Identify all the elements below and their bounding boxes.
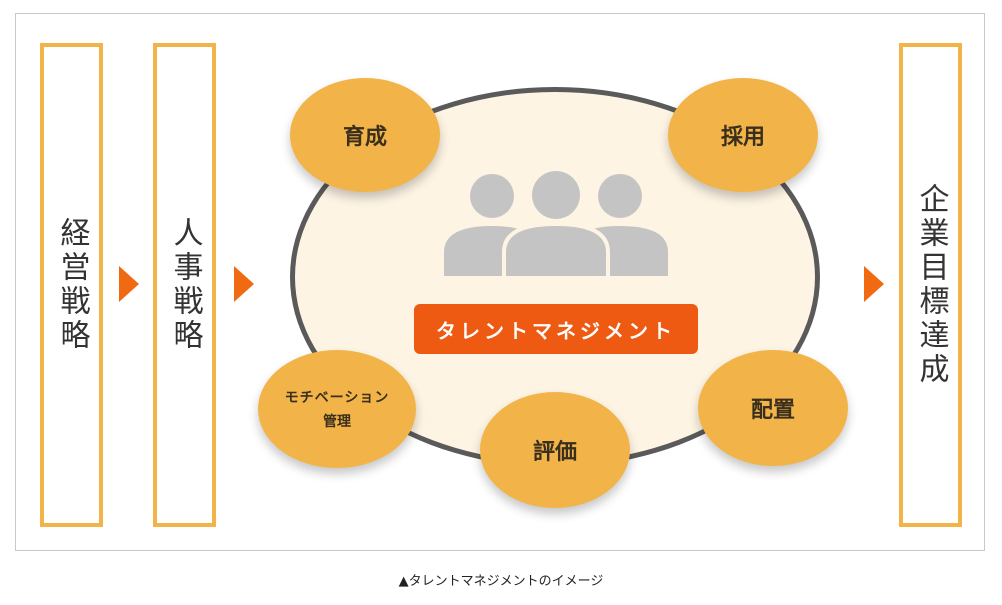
ikusei-bubble: 育成: [290, 78, 440, 192]
triangle-right-icon: [119, 266, 139, 302]
motivation-label-line1: モチベーション: [284, 390, 390, 406]
keiei-senryaku-label: 経営戦略: [54, 217, 90, 353]
hyouka-bubble: 評価: [480, 392, 630, 508]
haichi-label: 配置: [750, 398, 795, 423]
hyouka-label: 評価: [532, 440, 577, 465]
people-group-icon: [444, 171, 668, 280]
motivation-bubble: モチベーション 管理: [258, 350, 416, 468]
saiyou-label: 採用: [720, 125, 765, 150]
diagram-caption: ▲タレントマネジメントのイメージ: [398, 574, 604, 589]
kigyou-mokuhyou-box: 企業目標達成: [899, 43, 962, 527]
triangle-right-icon: [864, 266, 884, 302]
jinji-senryaku-label: 人事戦略: [167, 217, 203, 353]
kigyou-mokuhyou-label: 企業目標達成: [913, 183, 949, 387]
talent-management-label: タレントマネジメント: [414, 304, 698, 354]
keiei-senryaku-box: 経営戦略: [40, 43, 103, 527]
ikusei-label: 育成: [342, 125, 387, 150]
jinji-senryaku-box: 人事戦略: [153, 43, 216, 527]
haichi-bubble: 配置: [698, 350, 848, 466]
motivation-label-line2: 管理: [323, 414, 351, 430]
saiyou-bubble: 採用: [668, 78, 818, 192]
triangle-right-icon: [234, 266, 254, 302]
